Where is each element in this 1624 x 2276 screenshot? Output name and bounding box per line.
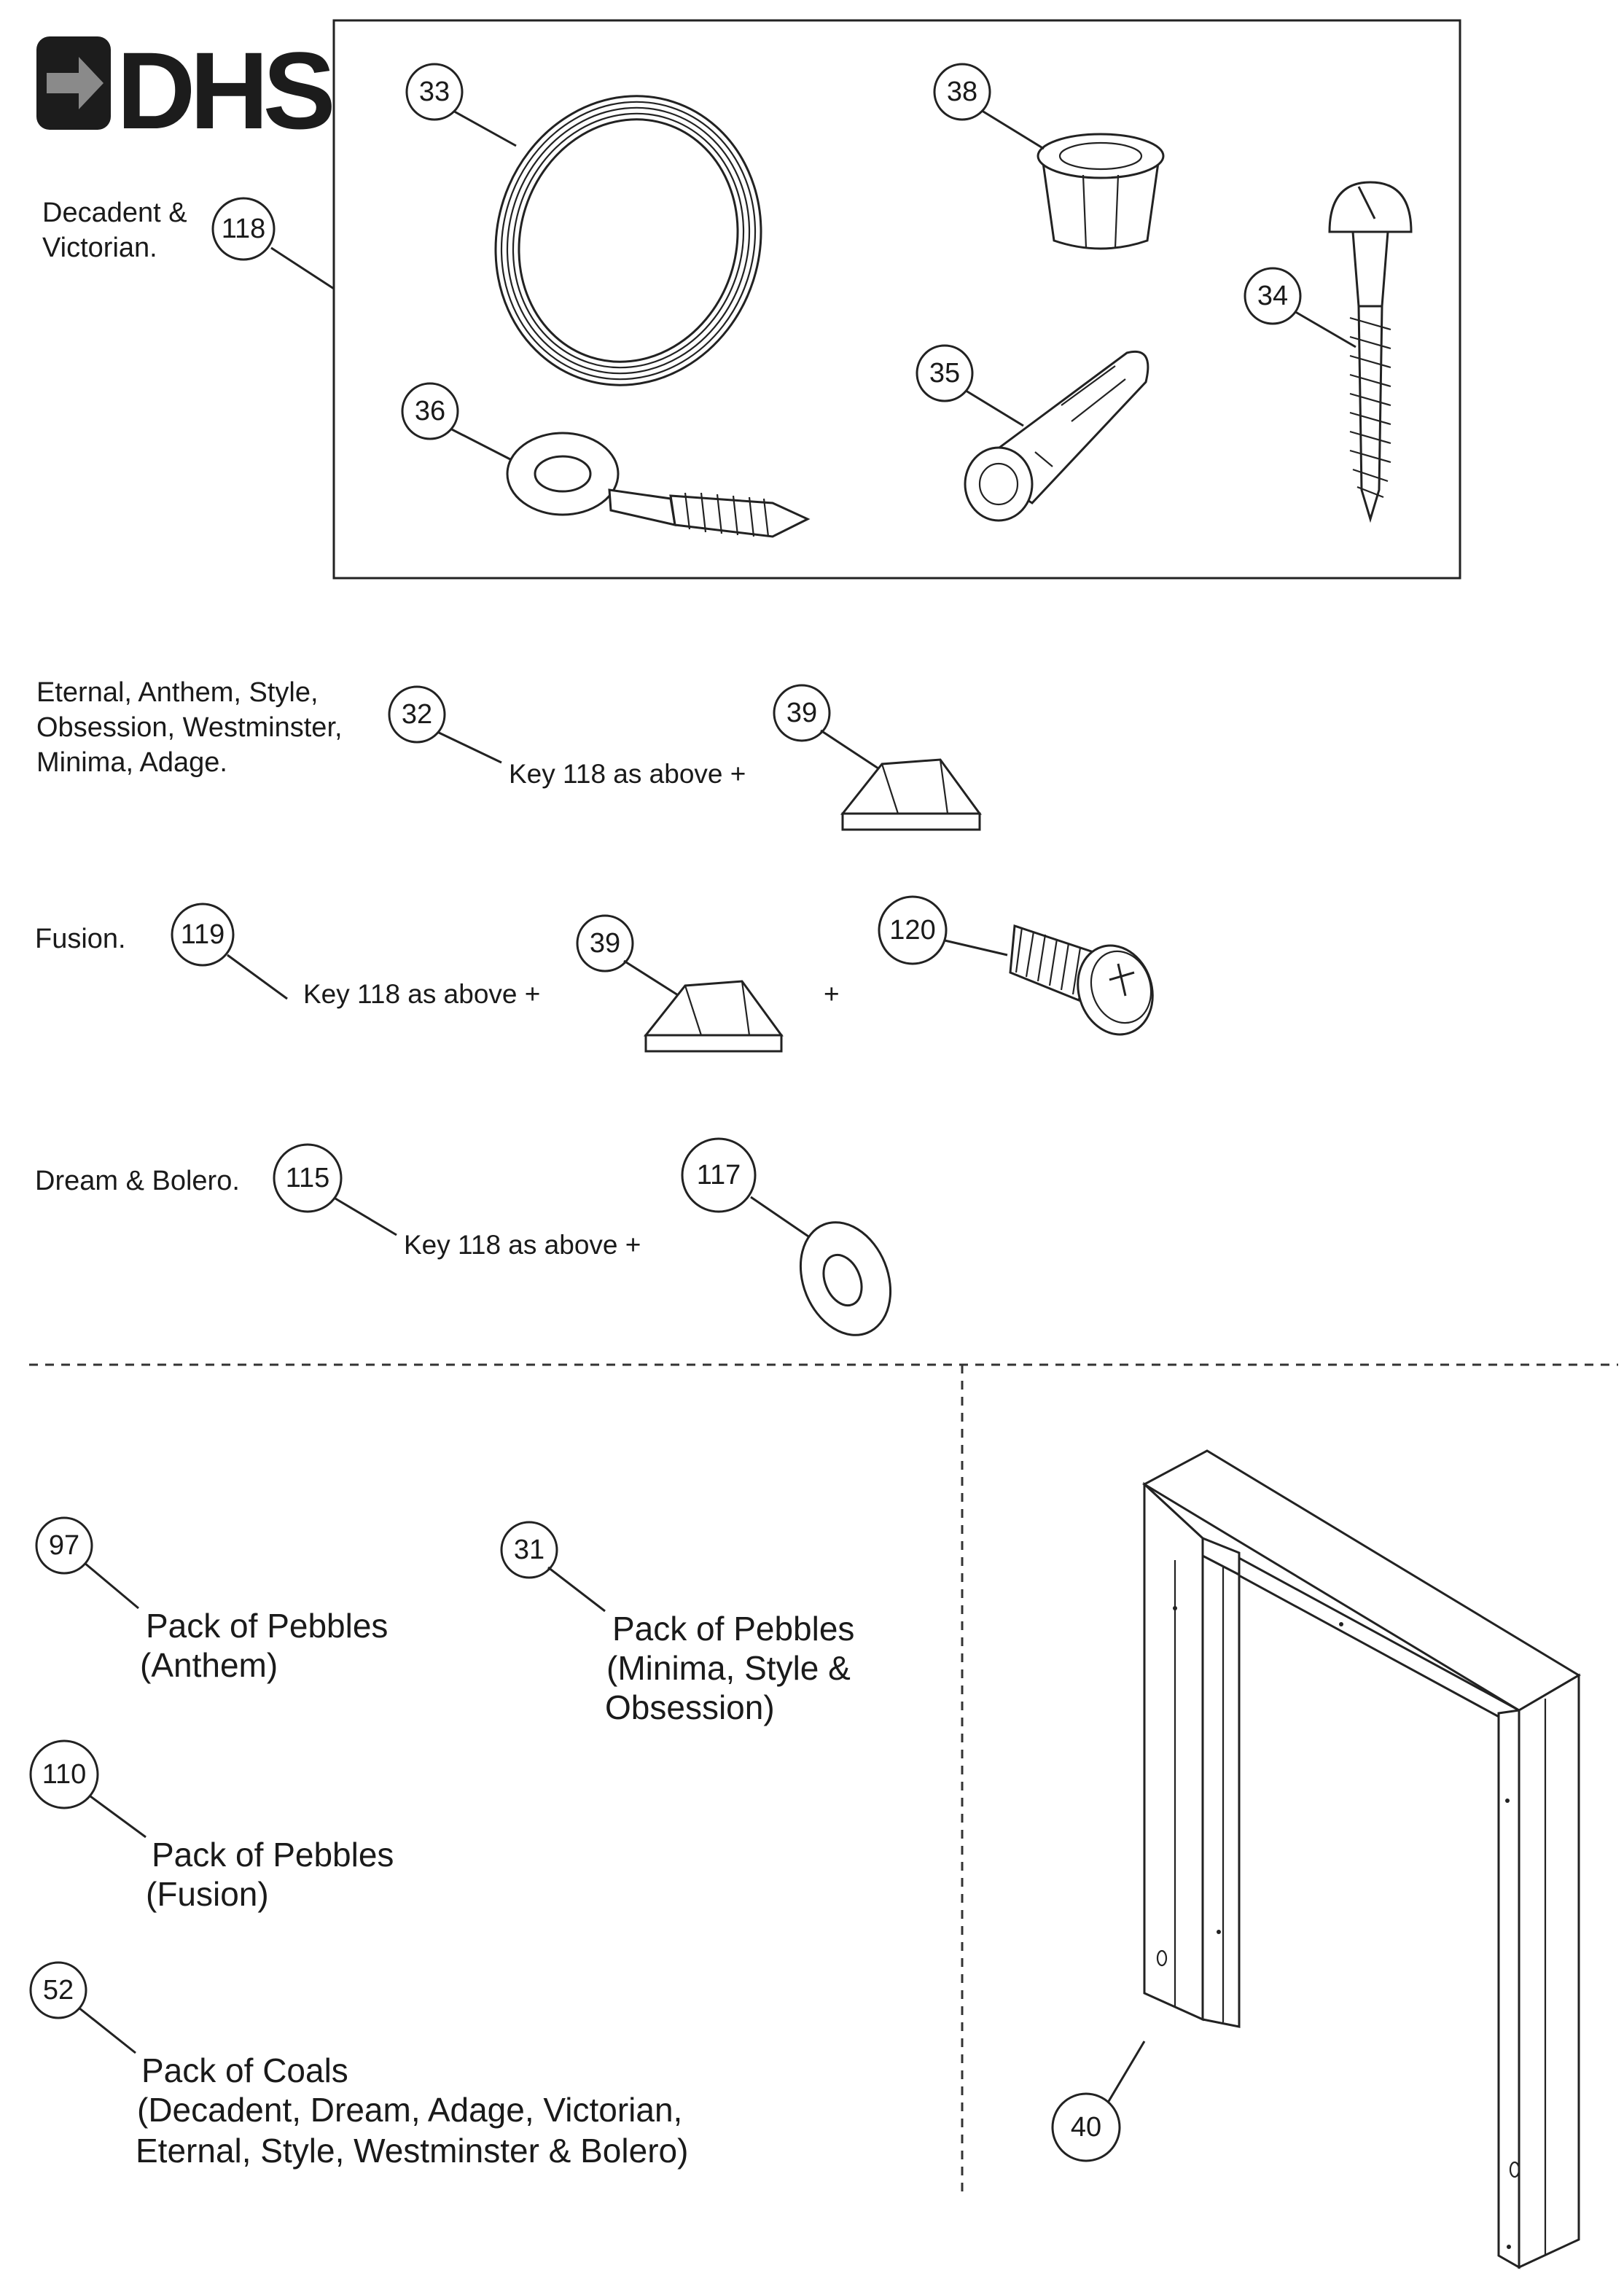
callout-39a — [773, 684, 831, 742]
pack-110-line1: Pack of Pebbles — [152, 1836, 394, 1874]
callout-34-num: 34 — [1257, 281, 1288, 311]
label-eternal-3: Minima, Adage. — [36, 747, 227, 778]
label-key-b: Key 118 as above + — [303, 979, 540, 1009]
label-key-a: Key 118 as above + — [509, 759, 746, 789]
label-eternal-2: Obsession, Westminster, — [36, 712, 343, 743]
callout-32 — [388, 685, 446, 744]
pack-31-line2: (Minima, Style & — [606, 1649, 851, 1687]
callout-39b — [576, 914, 634, 973]
label-decadent-1: Decadent & — [42, 198, 187, 228]
callout-31 — [500, 1521, 558, 1579]
pack-52-line1: Pack of Coals — [141, 2051, 348, 2089]
callout-39a-num: 39 — [786, 698, 817, 728]
callout-110 — [29, 1739, 99, 1809]
callout-119-num: 119 — [181, 919, 225, 950]
logo-text: DHS — [117, 29, 332, 152]
pack-97-line2: (Anthem) — [140, 1646, 278, 1684]
label-decadent-2: Victorian. — [42, 233, 157, 263]
pack-52-line2: (Decadent, Dream, Adage, Victorian, — [137, 2091, 682, 2129]
callout-38-num: 38 — [947, 77, 977, 107]
callout-115 — [273, 1143, 343, 1213]
part-117-washer — [799, 1221, 892, 1336]
callout-33 — [405, 63, 464, 121]
part-39a-rubber-foot — [840, 758, 982, 831]
pack-31-line1: Pack of Pebbles — [612, 1610, 854, 1648]
callout-119 — [171, 903, 235, 967]
pack-97-line1: Pack of Pebbles — [146, 1607, 388, 1645]
callout-117-num: 117 — [697, 1160, 741, 1190]
callout-35-num: 35 — [929, 358, 960, 389]
part-38-grommet — [1037, 133, 1165, 250]
callout-117 — [681, 1137, 757, 1213]
pack-110-line2: (Fusion) — [146, 1875, 269, 1913]
part-33-wire-coil — [494, 95, 762, 386]
callout-52 — [29, 1961, 87, 2019]
callout-36 — [401, 382, 459, 440]
callout-120 — [878, 895, 948, 965]
part-34-wood-screw — [1328, 181, 1413, 523]
callout-36-num: 36 — [415, 396, 445, 426]
callout-97 — [35, 1516, 93, 1575]
callout-34 — [1244, 267, 1302, 325]
callout-38 — [933, 63, 991, 121]
callout-118 — [211, 197, 276, 261]
callout-31-num: 31 — [514, 1535, 544, 1565]
callout-110-num: 110 — [42, 1759, 87, 1790]
callout-39b-num: 39 — [590, 928, 620, 959]
part-40-frame — [1141, 1449, 1581, 2269]
label-fusion: Fusion. — [35, 924, 126, 954]
callout-52-num: 52 — [43, 1975, 74, 2006]
part-35-wall-plug — [964, 351, 1149, 522]
part-36-screw-eye — [506, 432, 811, 538]
part-120-machine-screw — [1009, 924, 1154, 1036]
dhs-logo: DHS — [36, 29, 338, 152]
part-39b-rubber-foot — [643, 980, 784, 1053]
callout-120-num: 120 — [889, 915, 935, 946]
callout-35 — [916, 344, 974, 402]
label-plus: + — [824, 979, 840, 1009]
callout-97-num: 97 — [49, 1530, 79, 1561]
pack-52-line3: Eternal, Style, Westminster & Bolero) — [136, 2132, 688, 2170]
callout-40 — [1051, 2092, 1121, 2162]
label-key-c: Key 118 as above + — [404, 1230, 641, 1260]
pack-31-line3: Obsession) — [605, 1688, 775, 1726]
callout-32-num: 32 — [402, 699, 432, 730]
callout-33-num: 33 — [419, 77, 450, 107]
label-eternal-1: Eternal, Anthem, Style, — [36, 677, 319, 708]
callout-115-num: 115 — [286, 1163, 330, 1193]
callout-40-num: 40 — [1071, 2112, 1101, 2143]
label-dream: Dream & Bolero. — [35, 1166, 240, 1196]
callout-118-num: 118 — [222, 214, 266, 244]
fixings-box — [332, 19, 1461, 580]
